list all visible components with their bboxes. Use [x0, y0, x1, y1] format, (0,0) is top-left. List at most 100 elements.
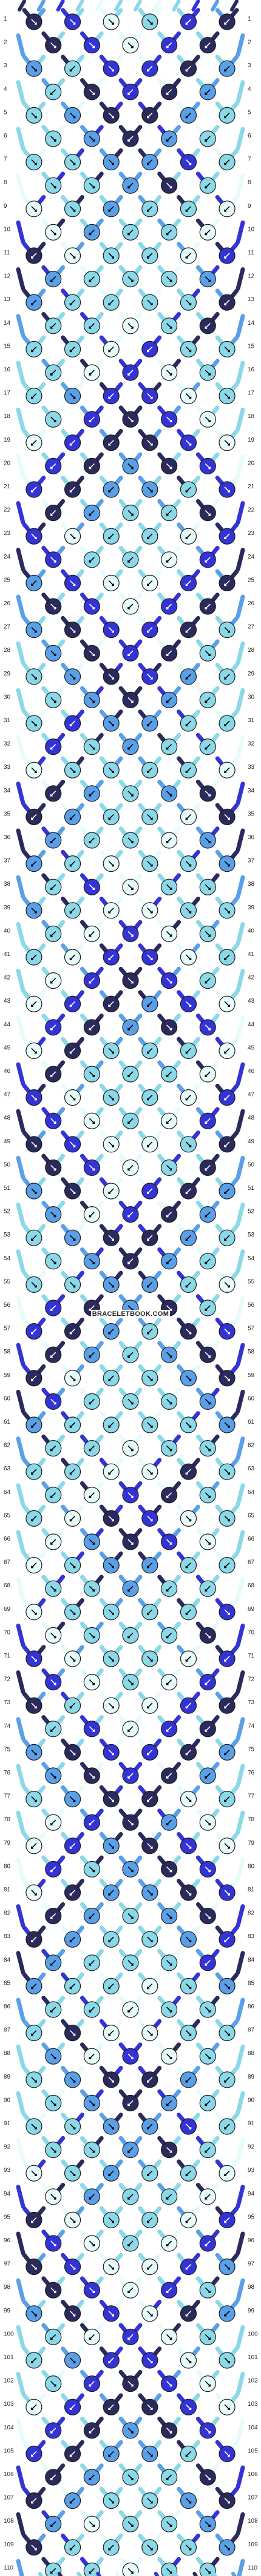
row-number-left: 3	[4, 62, 7, 69]
string-tail	[115, 2572, 121, 2576]
knot-arrowhead-icon	[228, 1378, 230, 1381]
knot-arrowhead-icon	[205, 1121, 208, 1124]
knot-arrowhead-icon	[189, 2361, 192, 2363]
knot-arrow-icon	[69, 814, 76, 820]
knot-arrow-icon	[185, 1749, 192, 1755]
knot-arrow-icon	[185, 1001, 192, 1007]
knot-arrow-icon	[185, 1047, 192, 1054]
knot-arrow-icon	[147, 720, 153, 726]
row-number-right: 35	[248, 811, 255, 817]
knot-arrowhead-icon	[50, 1823, 53, 1825]
knot-arrowhead-icon	[112, 1519, 114, 1522]
knot-arrow-icon	[205, 2474, 211, 2480]
knot-arrow-icon	[50, 2474, 56, 2480]
knot-arrowhead-icon	[131, 1542, 134, 1545]
row-number-right: 9	[248, 203, 251, 210]
edge-string-right	[236, 1857, 245, 1881]
knot-arrowhead-icon	[205, 2150, 208, 2153]
knot-arrowhead-icon	[208, 841, 211, 843]
knot-arrow-icon	[224, 1515, 230, 1521]
knot-arrowhead-icon	[108, 303, 111, 306]
knot-arrowhead-icon	[228, 443, 230, 446]
row-number-right: 57	[248, 1326, 255, 1332]
edge-string-left	[16, 2558, 24, 2576]
knot-arrow-icon	[127, 978, 134, 984]
knot-arrowhead-icon	[169, 279, 172, 282]
knot-arrow-icon	[69, 2544, 76, 2551]
knot-arrowhead-icon	[150, 1519, 153, 1522]
row-number-right: 41	[248, 951, 255, 958]
edge-string-right	[236, 127, 245, 151]
knot-arrowhead-icon	[166, 1729, 169, 1732]
row-number-right: 30	[248, 694, 255, 700]
knot-arrow-icon	[127, 182, 134, 188]
row-number-right: 28	[248, 647, 255, 654]
knot-arrow-icon	[166, 791, 172, 797]
row-number-right: 52	[248, 1209, 255, 1215]
knot-arrowhead-icon	[131, 1682, 134, 1685]
knot-arrow-icon	[31, 1702, 37, 1708]
knot-arrow-icon	[50, 1960, 56, 1966]
row-number-left: 32	[4, 741, 11, 748]
knot-arrowhead-icon	[169, 373, 172, 376]
row-number-left: 30	[4, 694, 11, 700]
knot-arrowhead-icon	[166, 2103, 169, 2106]
knot-arrow-icon	[127, 1492, 134, 1498]
knot-arrow-icon	[108, 627, 114, 633]
knot-arrow-icon	[69, 1515, 76, 1521]
knot-arrow-icon	[147, 908, 153, 914]
knot-arrow-icon	[147, 19, 153, 25]
knot-arrowhead-icon	[108, 1004, 111, 1007]
row-number-right: 78	[248, 1816, 255, 1823]
edge-string-right	[236, 220, 245, 244]
knot-arrowhead-icon	[205, 139, 208, 142]
knot-arrowhead-icon	[150, 1659, 153, 1662]
string-tail	[18, 0, 26, 12]
knot-arrowhead-icon	[150, 2501, 153, 2504]
edge-string-left	[16, 2091, 25, 2115]
knot-arrow-icon	[147, 767, 153, 773]
knot-arrow-icon	[166, 1679, 172, 1685]
edge-string-right	[236, 1109, 245, 1133]
knot-arrow-icon	[166, 557, 172, 563]
knot-arrowhead-icon	[185, 1706, 188, 1708]
row-number-left: 13	[4, 296, 11, 303]
knot-arrow-icon	[224, 1702, 230, 1708]
row-number-left: 89	[4, 2074, 11, 2080]
knot-arrowhead-icon	[92, 607, 95, 609]
row-number-right: 44	[248, 1021, 255, 1028]
knot-arrow-icon	[127, 1539, 134, 1545]
knot-arrow-icon	[185, 1141, 192, 1147]
knot-arrow-icon	[89, 744, 95, 750]
knot-arrowhead-icon	[150, 1472, 153, 1475]
knot-arrowhead-icon	[50, 1075, 53, 1077]
knot-arrow-icon	[166, 650, 172, 656]
row-number-left: 15	[4, 343, 11, 350]
knot-arrow-icon	[185, 2123, 192, 2130]
knot-arrow-icon	[166, 89, 172, 95]
knot-arrowhead-icon	[205, 1261, 208, 1264]
row-number-right: 26	[248, 600, 255, 607]
knot-arrow-icon	[205, 837, 211, 843]
row-number-left: 87	[4, 2027, 11, 2034]
knot-arrow-icon	[89, 89, 95, 95]
knot-arrow-icon	[205, 1305, 211, 1311]
knot-arrow-icon	[224, 1001, 230, 1007]
row-number-right: 110	[248, 2564, 257, 2571]
knot-arrowhead-icon	[208, 373, 211, 376]
knot-arrowhead-icon	[166, 513, 169, 516]
edge-string-left	[16, 1015, 25, 1040]
edge-string-left	[16, 220, 25, 244]
knot-arrowhead-icon	[127, 2010, 130, 2013]
row-number-right: 105	[248, 2448, 258, 2454]
row-number-left: 91	[4, 2120, 11, 2127]
knot-arrowhead-icon	[89, 1916, 92, 1919]
knot-arrowhead-icon	[189, 1940, 192, 1942]
knot-arrowhead-icon	[185, 22, 188, 25]
row-number-right: 40	[248, 928, 255, 934]
row-number-right: 93	[248, 2167, 255, 2174]
knot-arrow-icon	[108, 814, 114, 820]
knot-arrowhead-icon	[50, 794, 53, 797]
knot-arrow-icon	[31, 2404, 37, 2410]
knot-arrowhead-icon	[108, 1378, 111, 1381]
